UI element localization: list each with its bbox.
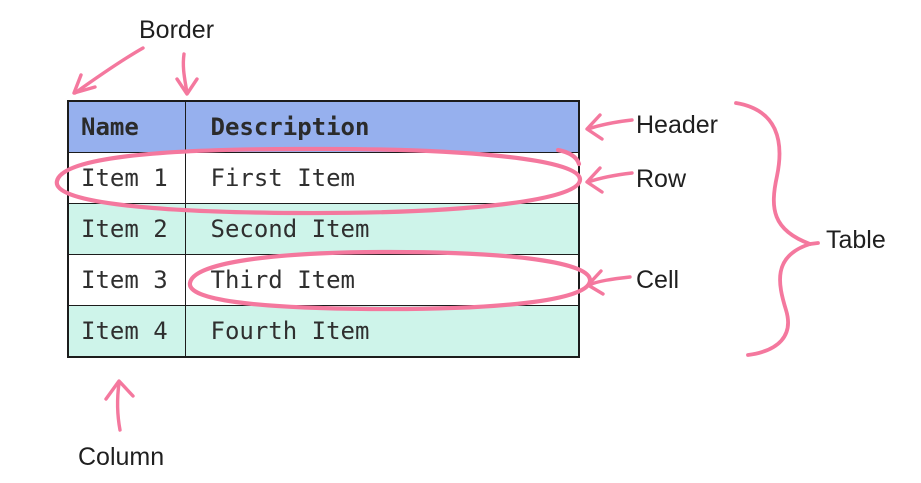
row-arrow-icon (586, 171, 634, 184)
column-arrow-head-icon (104, 379, 135, 401)
table-row: Item 1 First Item (67, 152, 580, 204)
cell-description: First Item (184, 152, 580, 204)
table-row: Item 3 Third Item (67, 254, 580, 306)
table-row: Item 4 Fourth Item (67, 305, 580, 358)
row-arrow-head-icon (585, 166, 604, 194)
demo-table: Name Description Item 1 First Item Item … (67, 100, 580, 358)
header-label: Header (636, 111, 718, 139)
column-label: Column (78, 443, 165, 471)
column-header-description: Description (184, 100, 580, 153)
header-arrow-icon (586, 118, 634, 131)
cell-arrow-head-icon (586, 269, 605, 296)
table-brace-tick-icon (808, 241, 820, 246)
border-label: Border (139, 16, 215, 44)
table-brace-top-icon (734, 101, 812, 246)
column-header-name: Name (67, 100, 186, 153)
border-arrow-curved-icon (73, 46, 145, 95)
cell-description: Fourth Item (184, 305, 580, 358)
cell-name: Item 2 (67, 203, 186, 255)
cell-description: Second Item (184, 203, 580, 255)
row-label: Row (636, 165, 687, 193)
table-brace-bottom-icon (746, 242, 812, 357)
column-arrow-icon (115, 381, 122, 432)
cell-name: Item 3 (67, 254, 186, 306)
cell-name: Item 1 (67, 152, 186, 204)
border-arrow-curved-head-icon (72, 73, 97, 95)
cell-description: Third Item (184, 254, 580, 306)
cell-arrow-icon (587, 275, 632, 287)
table-label: Table (826, 226, 886, 254)
cell-name: Item 4 (67, 305, 186, 358)
border-arrow-straight-icon (181, 52, 189, 95)
table-row: Item 2 Second Item (67, 203, 580, 255)
cell-label: Cell (636, 266, 680, 294)
table-header-row: Name Description (67, 100, 580, 153)
header-arrow-head-icon (585, 113, 604, 141)
border-arrow-straight-head-icon (175, 77, 199, 96)
